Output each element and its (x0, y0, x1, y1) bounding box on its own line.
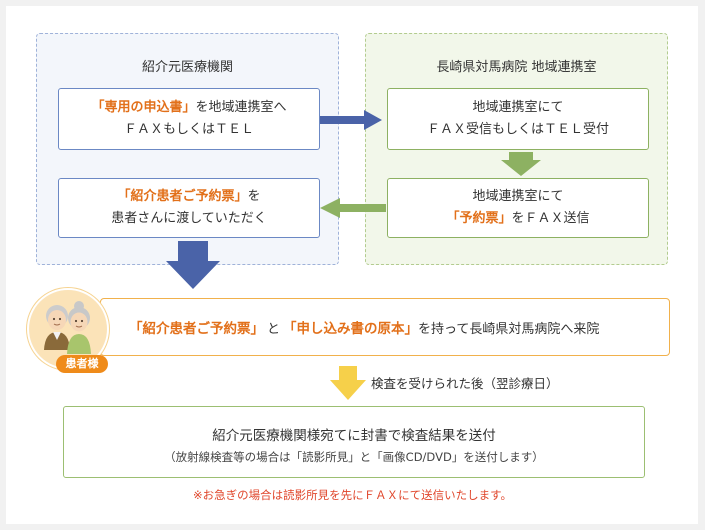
patient-visit-text: を持って長崎県対馬病院へ来院 (418, 321, 600, 337)
result-main-text: 紹介元医療機関様宛てに封書で検査結果を送付 (212, 428, 496, 444)
result-sub-text: （放射線検査等の場合は「読影所見」と「画像CD/DVD」を送付します） (164, 450, 544, 464)
patient-label: 患者様 (56, 355, 108, 373)
step-send-application-text1: を地域連携室へ (195, 100, 287, 115)
step-hand-slip-text1: を (247, 189, 261, 204)
step-send-application-line1: 「専用の申込書」を地域連携室へ (91, 97, 286, 119)
arrow-down-blue-icon (166, 241, 220, 289)
step-hand-slip-line1: 「紹介患者ご予約票」を (117, 186, 260, 208)
step-hand-slip-box: 「紹介患者ご予約票」を 患者さんに渡していただく (58, 178, 320, 238)
arrow-right-icon (320, 110, 382, 130)
step-hand-slip-text2: 患者さんに渡していただく (111, 211, 267, 226)
original-application-highlight: 「申し込み書の原本」 (283, 321, 419, 337)
reservation-slip-highlight: 「予約票」 (446, 211, 512, 226)
regional-liaison-title: 長崎県対馬病院 地域連携室 (436, 60, 597, 75)
step-send-reservation-text2: をＦＡＸ送信 (511, 211, 590, 226)
step-send-application-text2: ＦＡＸもしくはＴＥＬ (123, 122, 254, 137)
referral-reservation-slip-highlight: 「紹介患者ご予約票」 (129, 321, 264, 337)
step-receive-text2: ＦＡＸ受信もしくはＴＥＬ受付 (426, 122, 609, 137)
arrow-down-green-icon (501, 152, 541, 176)
step-send-application-box: 「専用の申込書」を地域連携室へ ＦＡＸもしくはＴＥＬ (58, 88, 320, 150)
patient-connector: と (267, 321, 281, 337)
arrow-down-orange-icon (330, 366, 366, 400)
application-form-highlight: 「専用の申込書」 (91, 100, 196, 115)
step-send-reservation-text1: 地域連携室にて (472, 189, 564, 204)
elderly-couple-icon (44, 301, 91, 354)
after-exam-label: 検査を受けられた後（翌診療日） (371, 376, 559, 391)
result-delivery-box: 紹介元医療機関様宛てに封書で検査結果を送付 （放射線検査等の場合は「読影所見」と… (63, 406, 645, 478)
step-send-reservation-line2: 「予約票」をＦＡＸ送信 (446, 208, 589, 230)
step-send-reservation-box: 地域連携室にて 「予約票」をＦＡＸ送信 (387, 178, 649, 238)
step-receive-text1: 地域連携室にて (472, 100, 564, 115)
referring-institution-title: 紹介元医療機関 (141, 60, 233, 75)
urgent-note: ※お急ぎの場合は読影所見を先にＦＡＸにて送信いたします。 (193, 488, 512, 502)
referral-reservation-highlight: 「紹介患者ご予約票」 (117, 189, 248, 204)
step-receive-box: 地域連携室にて ＦＡＸ受信もしくはＴＥＬ受付 (387, 88, 649, 150)
patient-visit-bar: 「紹介患者ご予約票」 と 「申し込み書の原本」 を持って長崎県対馬病院へ来院 (100, 298, 670, 356)
arrow-left-icon (320, 198, 386, 218)
